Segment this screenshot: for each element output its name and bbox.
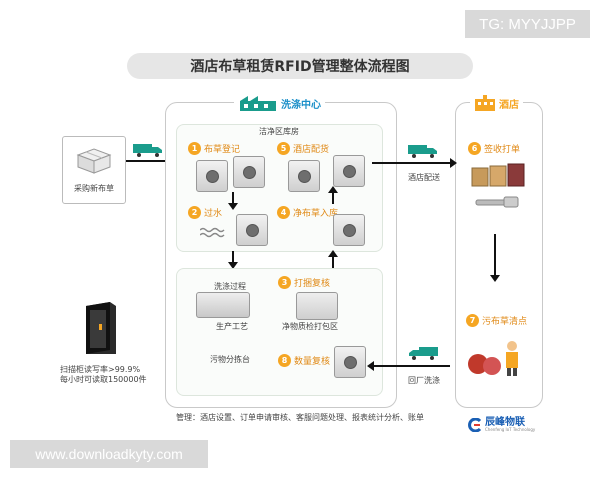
step-6-text: 签收打单	[484, 145, 521, 155]
scanner-throughput: 每小时可读取150000件	[60, 375, 147, 384]
step-4-text: 净布草入库	[293, 209, 339, 219]
step-3-text: 打捆复核	[294, 279, 331, 289]
step-1-label: 1 布草登记	[188, 142, 240, 155]
delivery-truck-icon	[408, 145, 437, 158]
step-7-label: 7 污布草清点	[466, 314, 527, 327]
registration-scanner-illustration	[196, 160, 228, 192]
scanner-rate: 扫描柜读写率>99.9%	[60, 365, 141, 374]
arrow-process-to-step4	[328, 250, 338, 268]
step-8-number: 8	[278, 354, 291, 367]
production-craft-label: 生产工艺	[216, 322, 248, 331]
dispatch-rack-illustration	[288, 160, 320, 192]
hotel-title: 酒店	[499, 99, 519, 111]
arrow-step4-to-step5	[328, 186, 338, 204]
dirty-linen-count-illustration	[466, 334, 522, 378]
step-2-number: 2	[188, 206, 201, 219]
hotel-header: 酒店	[470, 94, 523, 112]
logo-subtitle: Chenfeng IoT Technology	[485, 427, 536, 432]
hotel-delivery-label: 酒店配送	[408, 173, 440, 182]
arrow-step6-to-step7	[490, 234, 500, 282]
logo-name: 辰峰物联	[485, 417, 525, 428]
step-6-number: 6	[468, 142, 481, 155]
rinse-machine-illustration	[236, 214, 268, 246]
arrow-hotel-delivery	[372, 158, 457, 168]
step-8-label: 8 数量复核	[278, 354, 330, 367]
clean-storage-label: 洁净区库房	[259, 127, 299, 136]
arrow-step2-to-process	[228, 251, 238, 269]
step-5-label: 5 酒店配货	[277, 142, 329, 155]
purchase-label: 采购新布草	[74, 184, 114, 193]
linen-stack-icon	[76, 148, 112, 174]
storage-machine-illustration	[333, 214, 365, 246]
watermark-top-text: TG: MYYJJPP	[479, 15, 576, 33]
scanner-cabinet-icon	[86, 302, 116, 354]
sorting-station-label: 污物分拣台	[210, 355, 250, 364]
watermark-bottom: www.downloadkyty.com	[10, 440, 208, 468]
return-wash-label: 回厂洗涤	[408, 376, 440, 385]
laundry-center-title: 洗涤中心	[281, 99, 321, 111]
step-1-text: 布草登记	[204, 145, 241, 155]
step-8-text: 数量复核	[294, 357, 331, 367]
logo-mark-icon	[468, 418, 482, 432]
scanner-cabinet	[80, 300, 120, 358]
watermark-top: TG: MYYJJPP	[465, 10, 590, 38]
hotel-building-icon	[475, 95, 495, 111]
arrow-return-wash	[367, 361, 450, 371]
packing-area-label: 净物质检打包区	[282, 322, 338, 331]
step-5-number: 5	[277, 142, 290, 155]
watermark-bottom-text: www.downloadkyty.com	[35, 446, 183, 462]
laundry-center-header: 洗涤中心	[234, 94, 325, 112]
step-3-label: 3 打捆复核	[278, 276, 330, 289]
step-7-text: 污布草清点	[482, 317, 528, 327]
washing-machines-illustration	[196, 292, 250, 318]
diagram-title-text: 酒店布草租赁RFID管理整体流程图	[190, 59, 410, 75]
management-footer: 管理：酒店设置、订单申请审核、客服问题处理、报表统计分析、账单	[176, 413, 424, 422]
step-3-number: 3	[278, 276, 291, 289]
step-4-label: 4 净布草入库	[277, 206, 338, 219]
return-truck-icon	[409, 347, 438, 360]
packing-station-illustration	[296, 292, 338, 320]
washing-process-label: 洗涤过程	[214, 282, 246, 291]
step-2-text: 过水	[204, 209, 223, 219]
step-4-number: 4	[277, 206, 290, 219]
diagram-title: 酒店布草租赁RFID管理整体流程图	[127, 53, 473, 79]
step-2-label: 2 过水	[188, 206, 222, 219]
signed-linen-packages-illustration	[470, 160, 528, 190]
step-6-label: 6 签收打单	[468, 142, 520, 155]
water-rinse-icon	[199, 224, 226, 238]
step-5-text: 酒店配货	[293, 145, 330, 155]
count-check-machine-illustration	[334, 346, 366, 378]
registration-machine-illustration	[233, 156, 265, 188]
arrow-step1-to-step2	[228, 192, 238, 210]
purchase-node: 采购新布草	[62, 136, 126, 204]
step-1-number: 1	[188, 142, 201, 155]
factory-icon	[240, 96, 276, 111]
step-7-number: 7	[466, 314, 479, 327]
rfid-handheld-reader-illustration	[474, 194, 520, 208]
company-logo: 辰峰物联 Chenfeng IoT Technology	[468, 414, 548, 436]
dispatch-machine-illustration	[333, 155, 365, 187]
truck-icon	[133, 144, 162, 157]
